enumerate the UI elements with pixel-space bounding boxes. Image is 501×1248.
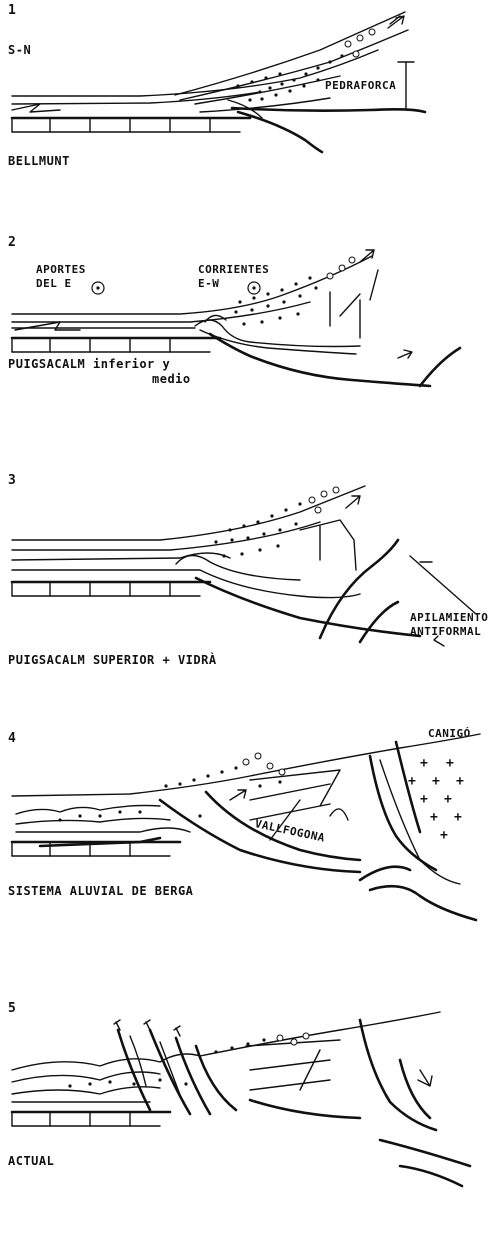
- stage-4-cross-section: [0, 720, 501, 990]
- stage-3: 3 APILAMIENTO ANTIFORMAL PUIGSACALM SUPE…: [0, 470, 501, 720]
- stage-1-cross-section: [0, 0, 501, 230]
- stage-2-cross-section: [0, 230, 501, 470]
- stage-4: 4 CANIGÓ VALLFOGONA SISTEMA ALUVIAL DE B…: [0, 720, 501, 990]
- stage-5: 5 ACTUAL: [0, 990, 501, 1248]
- stage-1: 1 S-N PEDRAFORCA BELLMUNT: [0, 0, 501, 230]
- stage-2: 2 APORTES DEL E CORRIENTES E-W PUIGSACAL…: [0, 230, 501, 470]
- stage-5-cross-section: [0, 990, 501, 1248]
- stage-3-cross-section: [0, 470, 501, 720]
